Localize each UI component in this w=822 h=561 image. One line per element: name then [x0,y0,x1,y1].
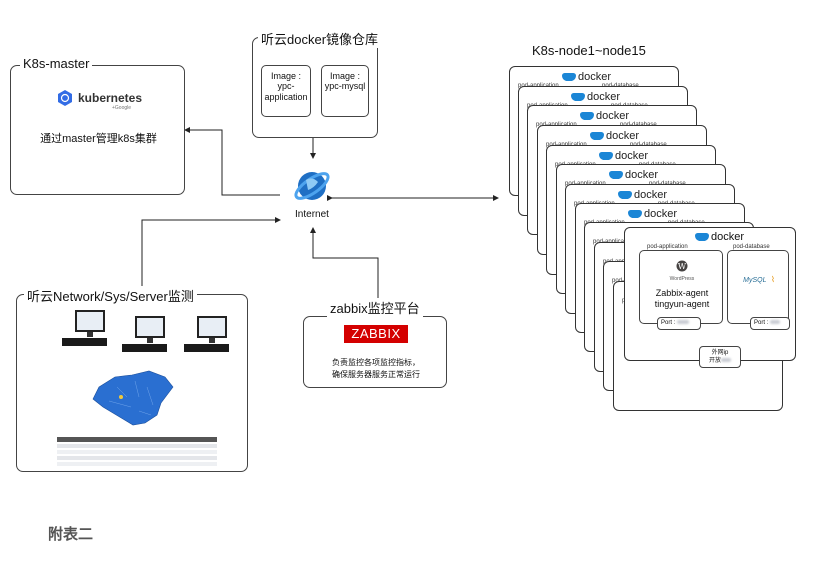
internet-globe-icon [294,172,330,200]
port-label: Port : [754,320,769,326]
wordpress-logo: W WordPress [640,259,724,282]
docker-label: docker [596,110,630,122]
pod-db-label: pod-database [733,244,770,250]
kubernetes-logo-text: kubernetes [78,91,143,105]
docker-label: docker [615,150,649,162]
image-card-application: Image : ypc-application [261,65,311,117]
docker-label: docker [578,71,612,83]
kubernetes-logo: kubernetes +Google [56,88,146,111]
docker-label: docker [587,91,621,103]
zabbix-box: ZABBIX 负责监控各项监控指标， 确保服务器服务正常运行 [303,316,447,388]
docker-label: docker [634,189,668,201]
image-card-mysql: Image : ypc-mysql [321,65,369,117]
nodes-title: K8s-node1~node15 [532,43,646,58]
image-label: Image : [329,71,360,81]
docker-label: docker [644,208,678,220]
monitor-icon [62,310,107,346]
zabbix-desc-2: 确保服务器服务正常运行 [332,370,420,379]
internet-node: Internet [282,166,342,226]
registry-box: Image : ypc-application Image : ypc-mysq… [252,37,378,138]
docker-icon [562,73,576,82]
image-name: ypc-mysql [324,81,366,91]
zabbix-desc-1: 负责监控各项监控指标， [332,358,420,367]
monitor-box [16,294,248,472]
docker-icon [609,171,623,180]
docker-label: docker [711,231,745,243]
zabbix-logo: ZABBIX [344,325,408,343]
agent-line-2: tingyun-agent [654,299,710,309]
image-label: Image : [270,71,301,81]
public-ip-box: 外网ip 开放 [699,346,741,368]
internet-label: Internet [295,209,329,220]
port-app-box: Port : [657,317,701,330]
docker-label: docker [606,130,640,142]
pod-app-label: pod-application [647,244,688,250]
node-card-front: docker pod-application pod-database W Wo… [624,227,796,368]
line-monitor-internet [141,217,281,290]
kubernetes-icon [58,90,72,106]
monitor-icon [122,316,167,352]
port-label: Port : [661,320,676,326]
docker-icon [590,132,604,141]
k8s-master-desc: 通过master管理k8s集群 [40,133,157,145]
kubernetes-logo-sub: +Google [112,105,132,111]
wordpress-icon: W [676,260,688,272]
mysql-logo: MySQL ⌇ [728,269,790,287]
docker-label: docker [625,169,659,181]
docker-icon [571,93,585,102]
monitor-title: 听云Network/Sys/Server监测 [24,286,197,305]
docker-icon [618,191,632,200]
open-label: 开放 [708,358,721,364]
china-map-graphic [92,370,174,426]
docker-header: docker [695,231,744,243]
mysql-label: MySQL [743,277,767,284]
server-monitor-icons [62,310,229,352]
docker-icon [580,112,594,121]
svg-text:W: W [678,262,687,271]
china-map [87,367,177,429]
registry-title: 听云docker镜像仓库 [258,29,382,48]
docker-icon [628,210,642,219]
zabbix-title: zabbix监控平台 [327,298,423,317]
pod-database-box: MySQL ⌇ [727,250,789,324]
docker-icon [695,233,709,242]
dolphin-icon: ⌇ [770,275,775,284]
monitor-screens [57,308,237,358]
k8s-master-box: kubernetes +Google 通过master管理k8s集群 [10,65,185,195]
stats-table [57,437,217,467]
pod-application-box: W WordPress Zabbix-agent tingyun-agent [639,250,723,324]
monitor-icon [184,316,229,352]
docker-icon [599,152,613,161]
public-ip-label: 外网ip [711,350,729,356]
image-name: ypc-application [264,81,308,102]
agent-line-1: Zabbix-agent [655,288,709,298]
footer-caption: 附表二 [48,526,94,543]
line-master-internet [184,127,280,196]
line-zabbix-internet [310,227,379,305]
wordpress-label: WordPress [669,276,695,282]
stats-table-graphic [57,437,217,466]
port-db-box: Port : [750,317,790,330]
k8s-master-title: K8s-master [20,56,93,71]
